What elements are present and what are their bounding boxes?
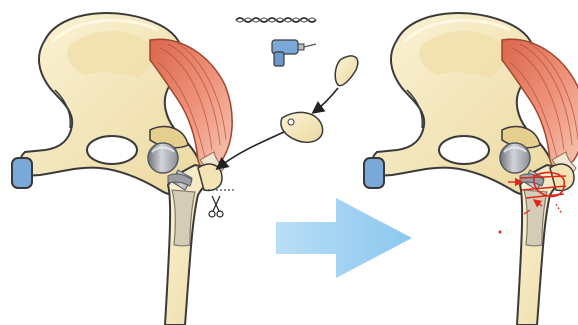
- hip-anatomy-before: [12, 13, 232, 325]
- panel-after: [364, 13, 578, 325]
- transition-arrow-icon: [276, 198, 412, 278]
- bone-fragment-large: [281, 112, 323, 142]
- bone-fragment-small: [335, 56, 358, 86]
- hip-anatomy-after: [364, 13, 578, 325]
- panel-before: [12, 13, 358, 325]
- arrow-fragment-to-fragment: [314, 88, 338, 112]
- suture-icon: [236, 18, 316, 22]
- scissors-icon: [200, 190, 236, 217]
- drill-icon: [272, 40, 316, 66]
